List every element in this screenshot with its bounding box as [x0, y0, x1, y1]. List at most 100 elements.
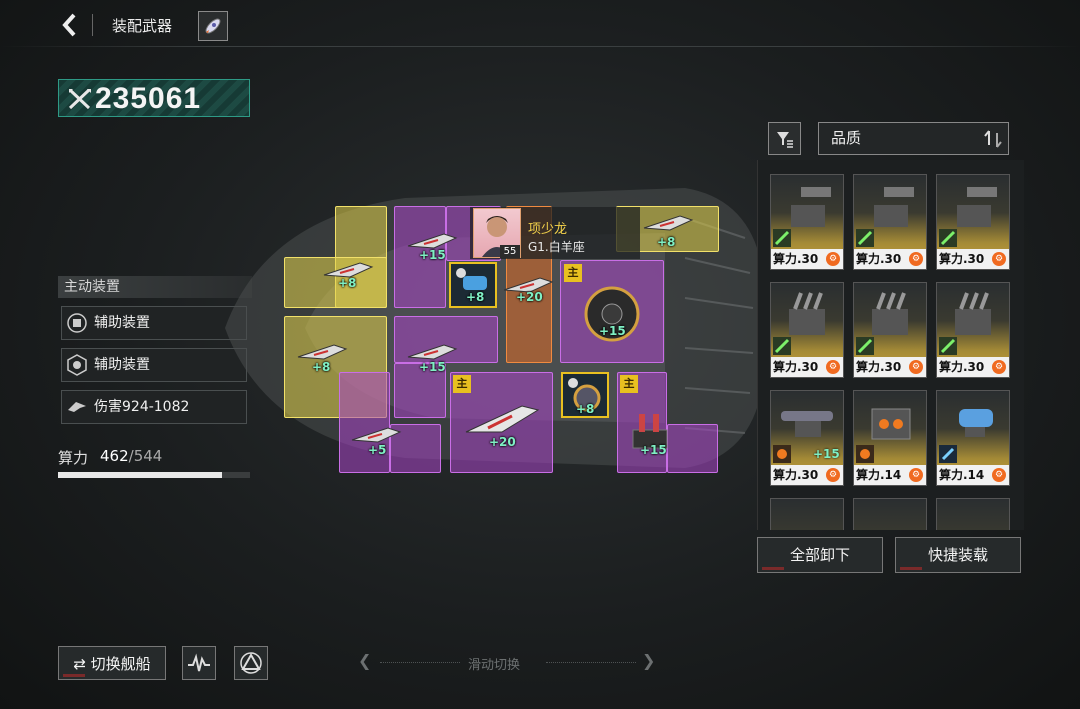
swipe-hint-text: 滑动切换	[468, 658, 521, 673]
bonus-label: +15	[599, 324, 626, 338]
sort-order-icon[interactable]	[983, 129, 1003, 149]
rocket-button[interactable]	[198, 11, 228, 41]
grid-cell[interactable]	[394, 206, 446, 308]
weapon-missile-icon	[643, 215, 694, 231]
pilot-level: 55	[500, 245, 520, 258]
card-label: 算力.14	[939, 468, 985, 482]
missile-type-icon	[856, 337, 874, 355]
small-gear-slot[interactable]	[561, 372, 609, 418]
filter-button[interactable]	[768, 122, 801, 155]
card-footer: 算力.30⚙	[771, 357, 843, 377]
device-core-icon	[568, 378, 601, 412]
compute-max: /544	[128, 447, 163, 465]
inventory-card[interactable]: 算力.30 ⚙	[936, 282, 1010, 378]
inventory-card[interactable]: 算力.30⚙	[936, 174, 1010, 270]
ship-stats-button[interactable]	[182, 646, 216, 680]
gear-icon: ⚙	[992, 252, 1006, 266]
turret-icon	[791, 187, 831, 227]
card-footer: 算力.30 ⚙	[937, 357, 1009, 377]
launcher-icon	[789, 292, 825, 335]
chevron-right-icon[interactable]: ❯	[642, 651, 656, 670]
gear-icon: ⚙	[909, 252, 923, 266]
switch-ship-button[interactable]: ⇄ 切换舰船	[58, 646, 166, 680]
grid-cell[interactable]	[284, 257, 387, 308]
active-devices-title: 主动装置	[58, 276, 252, 298]
crossed-swords-icon	[68, 88, 91, 110]
quick-load-button[interactable]: 快捷装载	[895, 537, 1021, 573]
card-footer: 算力.14⚙	[854, 465, 926, 485]
button-accent	[63, 674, 85, 677]
inventory-card[interactable]	[853, 498, 927, 530]
compute-label: 算力	[58, 449, 89, 467]
card-label: 算力.30	[856, 360, 902, 374]
grid-cell[interactable]	[339, 372, 390, 473]
inventory-card[interactable]: 算力.30 ⚙	[853, 174, 927, 270]
small-gear-slot[interactable]	[449, 262, 497, 308]
inventory-card[interactable]: 算力.30 ⚙	[853, 282, 927, 378]
rocket-icon	[205, 18, 221, 34]
unload-all-button[interactable]: 全部卸下	[757, 537, 883, 573]
sort-dropdown[interactable]: 品质	[818, 122, 1009, 155]
shield-device-icon	[67, 354, 87, 376]
inventory-card[interactable]: +15 算力.30⚙	[770, 390, 844, 486]
gear-icon: ⚙	[992, 468, 1006, 482]
gear-icon: ⚙	[909, 468, 923, 482]
card-bonus: +15	[813, 447, 840, 461]
combat-power-box: 235061	[58, 79, 250, 117]
unload-all-label: 全部卸下	[789, 546, 850, 564]
missile-type-icon	[773, 229, 791, 247]
card-label: 算力.30	[939, 360, 985, 374]
waveform-icon	[188, 653, 210, 672]
device-slot-label: 辅助装置	[94, 357, 150, 373]
inventory-panel[interactable]: 算力.30⚙ 算力.30⚙ 算力.30⚙ 算力.30⚙ 算力.30⚙ 算力.30…	[757, 160, 1024, 530]
card-label: 算力.30	[856, 252, 902, 266]
launcher-icon	[872, 292, 908, 335]
dotted-rule	[546, 662, 636, 664]
device-slot-3[interactable]: 伤害924-1082	[61, 390, 247, 424]
missile-type-icon	[939, 337, 957, 355]
gear-icon: ⚙	[909, 360, 923, 374]
inventory-card[interactable]: 算力.14⚙	[853, 390, 927, 486]
weapon-missile-icon	[407, 233, 458, 249]
bonus-label: +8	[576, 402, 595, 416]
pilot-name: 项少龙	[528, 222, 568, 237]
weapon-missile-icon	[297, 344, 348, 360]
compute-value: 462/544	[100, 447, 162, 465]
back-button[interactable]	[58, 10, 82, 40]
card-label: 算力.30	[773, 468, 819, 482]
weapon-missile-icon	[351, 427, 402, 443]
gear-icon: ⚙	[992, 360, 1006, 374]
weapon-fighter-icon	[465, 405, 540, 433]
grid-cell[interactable]	[394, 316, 498, 363]
inventory-card[interactable]: 算力.30⚙	[770, 174, 844, 270]
main-badge: 主	[564, 264, 582, 282]
weapon-missile-icon	[323, 262, 374, 278]
filter-icon	[777, 132, 793, 148]
device-slot-1[interactable]: 辅助装置	[61, 306, 247, 340]
bonus-label: +20	[516, 290, 543, 304]
card-footer: 算力.14 ⚙	[937, 465, 1009, 485]
armor-module-icon	[871, 408, 911, 440]
grid-cell[interactable]	[667, 424, 718, 473]
device-slot-2[interactable]: 辅助装置	[61, 348, 247, 382]
chevron-left-icon[interactable]: ❮	[358, 651, 372, 670]
sphere-module-icon	[584, 286, 640, 342]
device-icon	[67, 313, 87, 333]
grid-cell[interactable]	[394, 363, 446, 418]
canister-icon	[456, 268, 487, 290]
compute-bar-fill	[58, 472, 222, 478]
inventory-card[interactable]	[770, 498, 844, 530]
inventory-card[interactable]: 算力.14 ⚙	[936, 390, 1010, 486]
card-footer: 算力.30⚙	[771, 249, 843, 269]
explosive-type-icon	[773, 445, 791, 463]
missile-type-icon	[939, 229, 957, 247]
chevron-left-icon	[62, 13, 76, 37]
bonus-label: +15	[640, 443, 667, 457]
title-divider	[92, 14, 93, 36]
inventory-card[interactable]: 算力.30⚙	[770, 282, 844, 378]
card-label: 算力.30	[773, 252, 819, 266]
fleet-button[interactable]	[234, 646, 268, 680]
turret-icon	[874, 187, 914, 227]
quick-load-label: 快捷装载	[927, 546, 988, 564]
inventory-card[interactable]	[936, 498, 1010, 530]
